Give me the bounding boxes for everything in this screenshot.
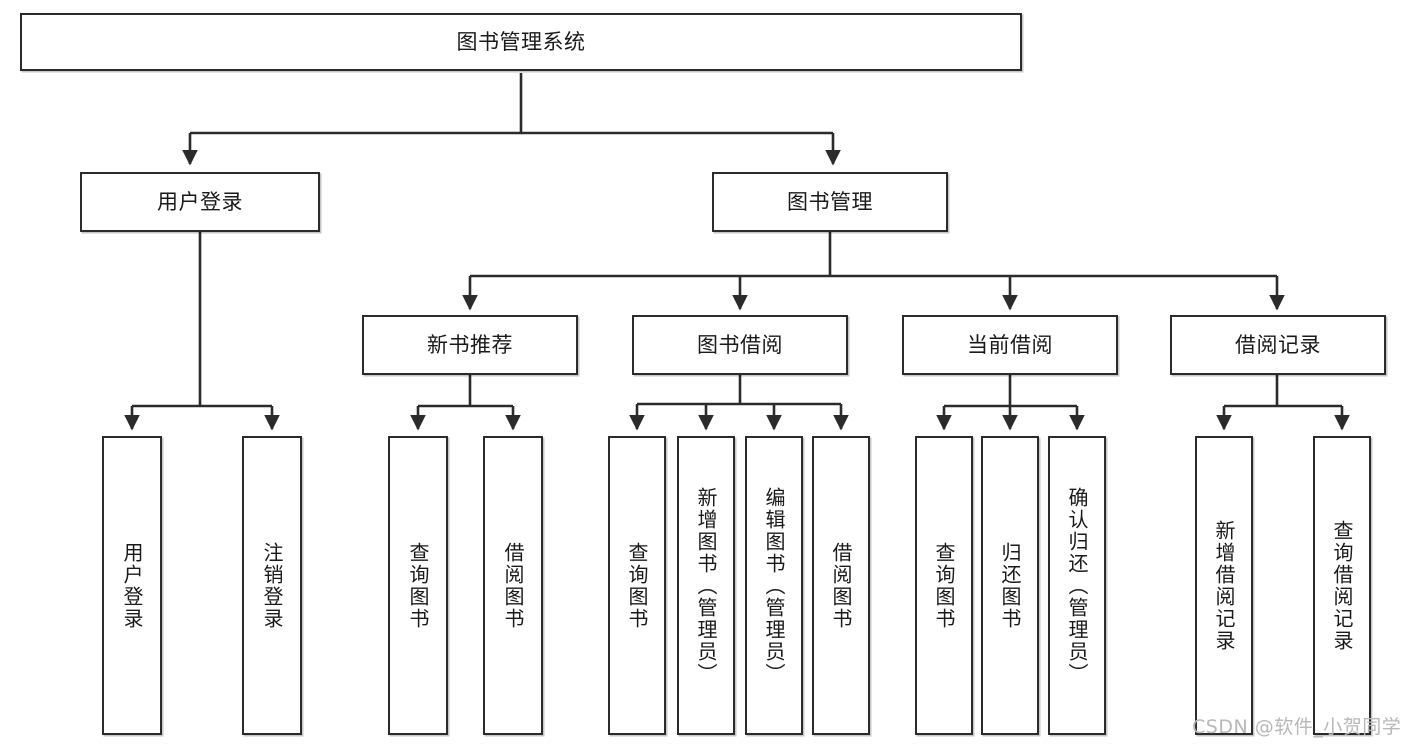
leaf-book-borrow-edit-book-admin[interactable]: 编辑图书（管理员） bbox=[745, 436, 803, 735]
node-label: 新增借阅记录 bbox=[1212, 519, 1236, 652]
node-label: 图书管理系统 bbox=[456, 29, 586, 54]
node-label: 借阅图书 bbox=[501, 541, 525, 630]
node-label: 确认归还（管理员） bbox=[1065, 486, 1089, 685]
leaf-new-book-query-book[interactable]: 查询图书 bbox=[388, 436, 448, 735]
node-label: 用户登录 bbox=[157, 189, 243, 214]
node-label: 用户登录 bbox=[120, 541, 144, 630]
leaf-borrow-record-add-record[interactable]: 新增借阅记录 bbox=[1195, 436, 1253, 735]
leaf-current-borrow-query-book[interactable]: 查询图书 bbox=[915, 436, 973, 735]
node-current-borrow[interactable]: 当前借阅 bbox=[902, 315, 1118, 375]
node-label: 当前借阅 bbox=[967, 332, 1053, 357]
node-label: 新书推荐 bbox=[427, 332, 513, 357]
node-label: 编辑图书（管理员） bbox=[762, 486, 786, 685]
node-label: 新增图书（管理员） bbox=[694, 486, 718, 685]
leaf-user-login-logout[interactable]: 注销登录 bbox=[242, 436, 302, 735]
node-label: 查询图书 bbox=[625, 541, 649, 630]
leaf-current-borrow-confirm-return-admin[interactable]: 确认归还（管理员） bbox=[1048, 436, 1106, 735]
leaf-book-borrow-add-book-admin[interactable]: 新增图书（管理员） bbox=[677, 436, 735, 735]
leaf-new-book-borrow-book[interactable]: 借阅图书 bbox=[483, 436, 543, 735]
node-label: 查询图书 bbox=[406, 541, 430, 630]
leaf-user-login-login[interactable]: 用户登录 bbox=[102, 436, 162, 735]
node-label: 图书管理 bbox=[787, 189, 873, 214]
node-label: 查询借阅记录 bbox=[1330, 519, 1354, 652]
node-book-management[interactable]: 图书管理 bbox=[712, 172, 948, 232]
node-label: 借阅图书 bbox=[829, 541, 853, 630]
leaf-book-borrow-query-book[interactable]: 查询图书 bbox=[608, 436, 666, 735]
node-label: 图书借阅 bbox=[697, 332, 783, 357]
node-label: 借阅记录 bbox=[1235, 332, 1321, 357]
csdn-watermark: CSDN @软件_小贺同学 bbox=[1192, 716, 1402, 738]
node-root-book-management-system[interactable]: 图书管理系统 bbox=[20, 13, 1022, 71]
leaf-book-borrow-borrow-book[interactable]: 借阅图书 bbox=[812, 436, 870, 735]
node-book-borrow[interactable]: 图书借阅 bbox=[632, 315, 848, 375]
node-label: 注销登录 bbox=[260, 541, 284, 630]
leaf-current-borrow-return-book[interactable]: 归还图书 bbox=[981, 436, 1039, 735]
node-label: 归还图书 bbox=[998, 541, 1022, 630]
node-label: 查询图书 bbox=[932, 541, 956, 630]
node-borrow-record[interactable]: 借阅记录 bbox=[1170, 315, 1386, 375]
node-new-book-recommend[interactable]: 新书推荐 bbox=[362, 315, 578, 375]
leaf-borrow-record-query-record[interactable]: 查询借阅记录 bbox=[1313, 436, 1371, 735]
node-user-login[interactable]: 用户登录 bbox=[80, 172, 320, 232]
